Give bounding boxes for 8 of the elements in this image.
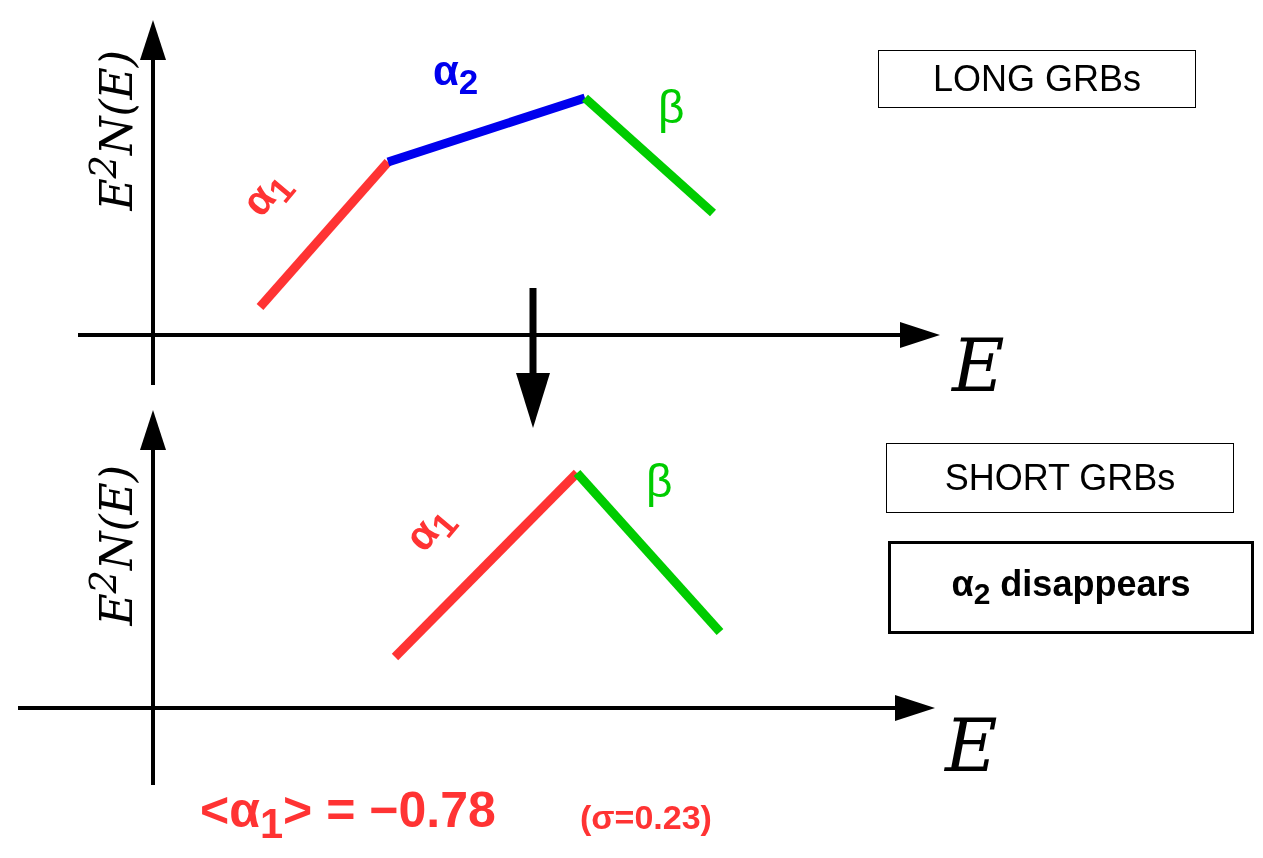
text-box: SHORT GRBs xyxy=(886,443,1234,513)
text-box: α$_{2}$ disappears xyxy=(888,541,1254,634)
formula-text: <α$_{1}$> = −0.78 xyxy=(200,785,496,845)
formula-text: (σ=0.23) xyxy=(580,800,712,834)
segment-label: α$_{2}$ xyxy=(433,50,479,100)
text-box: LONG GRBs xyxy=(878,50,1196,108)
axis-label: E xyxy=(945,710,998,782)
axis-label: E xyxy=(952,330,1005,402)
